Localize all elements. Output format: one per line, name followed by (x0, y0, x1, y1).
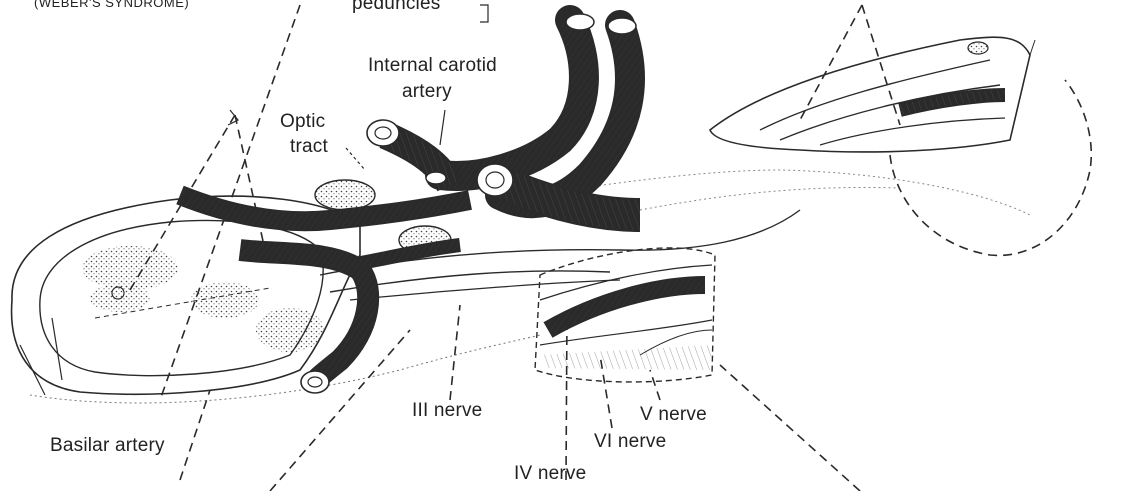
optic-tract-label-line2: tract (290, 137, 328, 156)
optic-tract-label-line1: Optic (280, 112, 325, 131)
internal-carotid-label-line2: artery (402, 82, 452, 101)
cavernous-sinus-window (535, 248, 715, 382)
iv-nerve-label: IV nerve (514, 464, 586, 483)
basilar-artery-label: Basilar artery (50, 436, 165, 455)
vi-nerve-label: VI nerve (594, 432, 666, 451)
peduncles-label: peduncles (352, 0, 440, 13)
internal-carotid-label-line1: Internal carotid (368, 56, 497, 75)
iii-nerve-label: III nerve (412, 401, 482, 420)
orbital-fissure-window (710, 37, 1035, 152)
weber-syndrome-label: (WEBER'S SYNDROME) (34, 0, 189, 9)
v-nerve-label: V nerve (640, 405, 707, 424)
